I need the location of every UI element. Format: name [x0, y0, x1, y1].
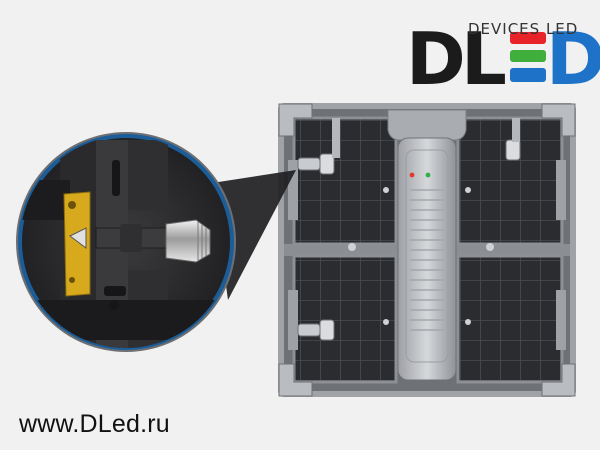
dled-logo: D L D — [406, 17, 600, 101]
lock-connector-icon — [505, 118, 521, 161]
cabinet — [278, 103, 576, 397]
lock-connector-icon — [297, 319, 335, 341]
logo-letter-l: L — [461, 17, 507, 101]
logo-letter-d2: D — [546, 17, 600, 101]
logo-letter-e — [510, 32, 546, 82]
zoom-lens — [16, 132, 236, 352]
power-indicator-icon — [409, 172, 415, 178]
logo-letter-d: D — [406, 17, 466, 101]
lock-connector-icon — [297, 118, 340, 175]
logo-tagline: DEVICES LED — [468, 20, 579, 38]
signal-indicator-icon — [425, 172, 431, 178]
website-url[interactable]: www.DLed.ru — [19, 410, 170, 438]
